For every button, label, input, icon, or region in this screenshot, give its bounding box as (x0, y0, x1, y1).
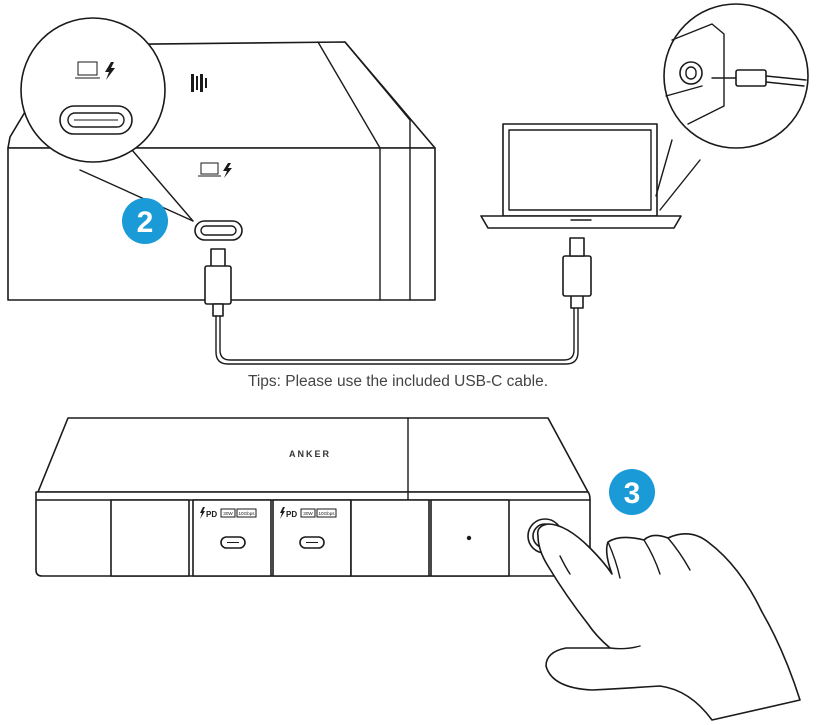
pd-label: PD (206, 510, 217, 519)
step-number: 3 (624, 477, 641, 510)
laptop-icon (480, 123, 682, 229)
tips-text: Tips: Please use the included USB-C cabl… (248, 373, 548, 390)
port-speed: 10Gbps (238, 511, 255, 516)
brand-logo: ANKER (289, 449, 331, 459)
hand-icon (536, 523, 801, 721)
status-led (466, 535, 472, 541)
dock-top-label (191, 74, 207, 92)
usb-c-cable-icon (204, 237, 592, 365)
laptop-port-zoom-bubble (655, 3, 809, 211)
port-speed: 10Gbps (318, 511, 335, 516)
step-badge-3: 3 (609, 469, 655, 515)
usb-c-port-icon (59, 105, 133, 135)
port-watts: 30W (303, 511, 313, 516)
dock-front-body: ANKER (35, 417, 591, 577)
laptop-charge-icon (75, 61, 115, 80)
usb-c-port-1: PD 30W 10Gbps (200, 507, 257, 549)
usb-c-port-2: PD 30W 10Gbps (280, 507, 337, 549)
port-watts: 30W (223, 511, 233, 516)
usb-c-port-icon (194, 220, 243, 241)
port-zoom-bubble (20, 17, 194, 222)
step-badge-2: 2 (122, 198, 168, 244)
laptop-charge-icon (198, 162, 232, 178)
pd-label: PD (286, 510, 297, 519)
step-number: 2 (137, 206, 154, 239)
